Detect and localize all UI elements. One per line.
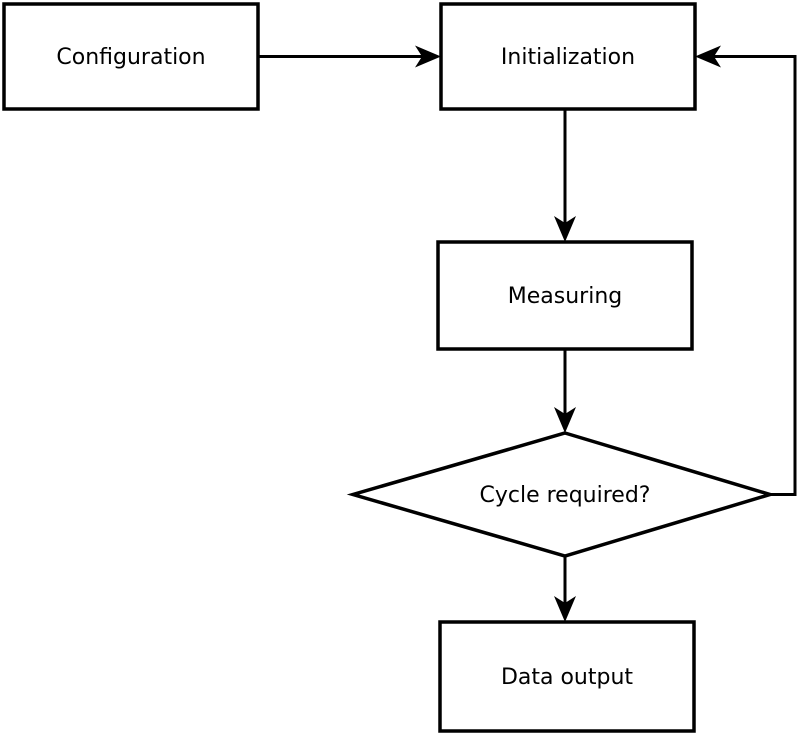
node-configuration xyxy=(2,2,260,111)
node-data-output-label: Data output xyxy=(501,665,633,690)
node-data-output xyxy=(438,620,696,733)
arrowhead-into-measuring xyxy=(554,216,576,242)
arrowhead-into-initialization-left xyxy=(415,45,441,68)
arrowhead-into-initialization-right xyxy=(695,45,721,68)
node-cycle-required xyxy=(346,431,777,558)
node-measuring xyxy=(436,240,694,351)
node-initialization-label: Initialization xyxy=(501,45,635,70)
node-measuring-label: Measuring xyxy=(508,284,622,309)
edge-cycle-required-to-initialization-loop xyxy=(713,55,797,496)
arrowhead-into-data-output xyxy=(554,596,576,622)
node-configuration-label: Configuration xyxy=(56,45,205,70)
node-cycle-required-label: Cycle required? xyxy=(480,483,651,508)
node-initialization xyxy=(439,2,697,111)
arrowhead-into-cycle-required xyxy=(554,407,576,433)
